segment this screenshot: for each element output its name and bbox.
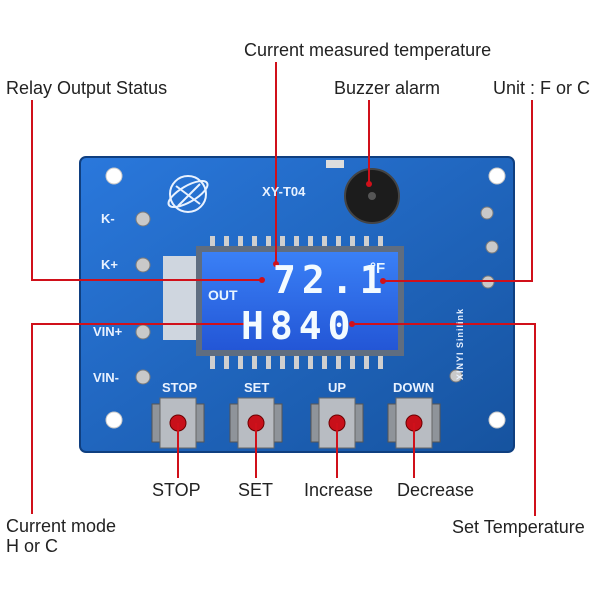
annotation-lines	[31, 62, 536, 516]
lcd-screen	[202, 252, 398, 350]
mounting-hole	[105, 167, 123, 185]
callout-set-temperature: Set Temperature	[452, 517, 585, 537]
lcd-unit: °F	[370, 260, 386, 277]
mounting-hole	[105, 411, 123, 429]
callout-buzzer-alarm: Buzzer alarm	[334, 78, 441, 98]
callout-current-measured-temperature: Current measured temperature	[244, 40, 492, 60]
logo-icon	[167, 175, 209, 213]
pin-vin-plus: VIN+	[93, 324, 123, 339]
right-terminals	[449, 206, 499, 383]
callout-set: SET	[238, 480, 274, 500]
callout-stop: STOP	[152, 480, 201, 500]
lcd-mode-setpoint: H840	[241, 304, 357, 348]
header-connector	[326, 160, 344, 168]
callout-unit: Unit : F or C	[493, 78, 591, 98]
button-label-down: DOWN	[393, 380, 435, 395]
mounting-hole	[488, 167, 506, 185]
button-label-stop: STOP	[162, 380, 198, 395]
lcd-pins-bottom	[210, 355, 383, 369]
annotation-dots	[245, 181, 386, 327]
left-terminals	[135, 211, 151, 385]
callout-current-mode-line1: Current mode	[6, 516, 117, 536]
button-label-set: SET	[244, 380, 270, 395]
lcd-out-label: OUT	[208, 287, 238, 303]
button-label-up: UP	[328, 380, 347, 395]
callout-current-mode-line2: H or C	[6, 535, 59, 556]
callout-current-mode: Current mode H or C	[6, 516, 117, 557]
pin-k-minus: K-	[101, 211, 115, 226]
board-brand: XINYI Sinilink	[455, 307, 465, 380]
callout-increase: Increase	[304, 480, 374, 500]
callout-decrease: Decrease	[397, 480, 475, 500]
lcd-pins-top	[210, 236, 383, 250]
pin-vin-minus: VIN-	[93, 370, 119, 385]
pin-k-plus: K+	[101, 257, 118, 272]
lcd-temperature: 72.1	[273, 258, 389, 302]
callout-relay-output-status: Relay Output Status	[6, 78, 168, 98]
board-model: XY-T04	[262, 184, 306, 199]
mounting-hole	[488, 411, 506, 429]
